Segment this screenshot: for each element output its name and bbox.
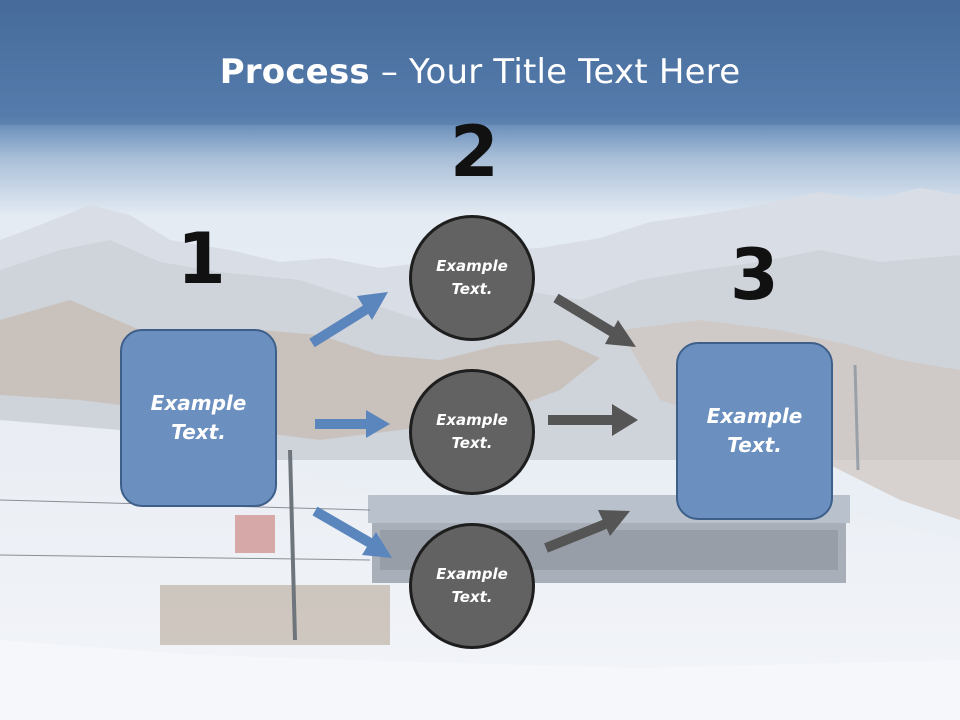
title-bold-part: Process (219, 52, 370, 92)
step-2-circle-middle: Example Text. (409, 369, 535, 495)
circle-bottom-text-line2: Text. (451, 588, 493, 606)
circle-bottom-text-line1: Example (436, 565, 508, 583)
step-2-circle-top: Example Text. (409, 215, 535, 341)
step-3-text-line2: Text. (727, 433, 782, 457)
step-1-text-line1: Example (150, 391, 247, 415)
circle-top-text-line1: Example (436, 257, 508, 275)
circle-middle-text-line2: Text. (451, 434, 493, 452)
step-1-text-line2: Text. (171, 420, 226, 444)
circle-top-text-line2: Text. (451, 280, 493, 298)
step-3-text-line1: Example (706, 404, 803, 428)
circle-middle-text-line1: Example (436, 411, 508, 429)
step-2-circle-bottom: Example Text. (409, 523, 535, 649)
step-3-box: Example Text. (676, 342, 833, 520)
step-number-1: 1 (177, 218, 226, 300)
step-number-2: 2 (450, 111, 499, 193)
step-1-box: Example Text. (120, 329, 277, 507)
title-rest-part: – Your Title Text Here (369, 52, 741, 92)
slide-title: Process – Your Title Text Here (0, 52, 960, 92)
step-number-3: 3 (730, 234, 779, 316)
